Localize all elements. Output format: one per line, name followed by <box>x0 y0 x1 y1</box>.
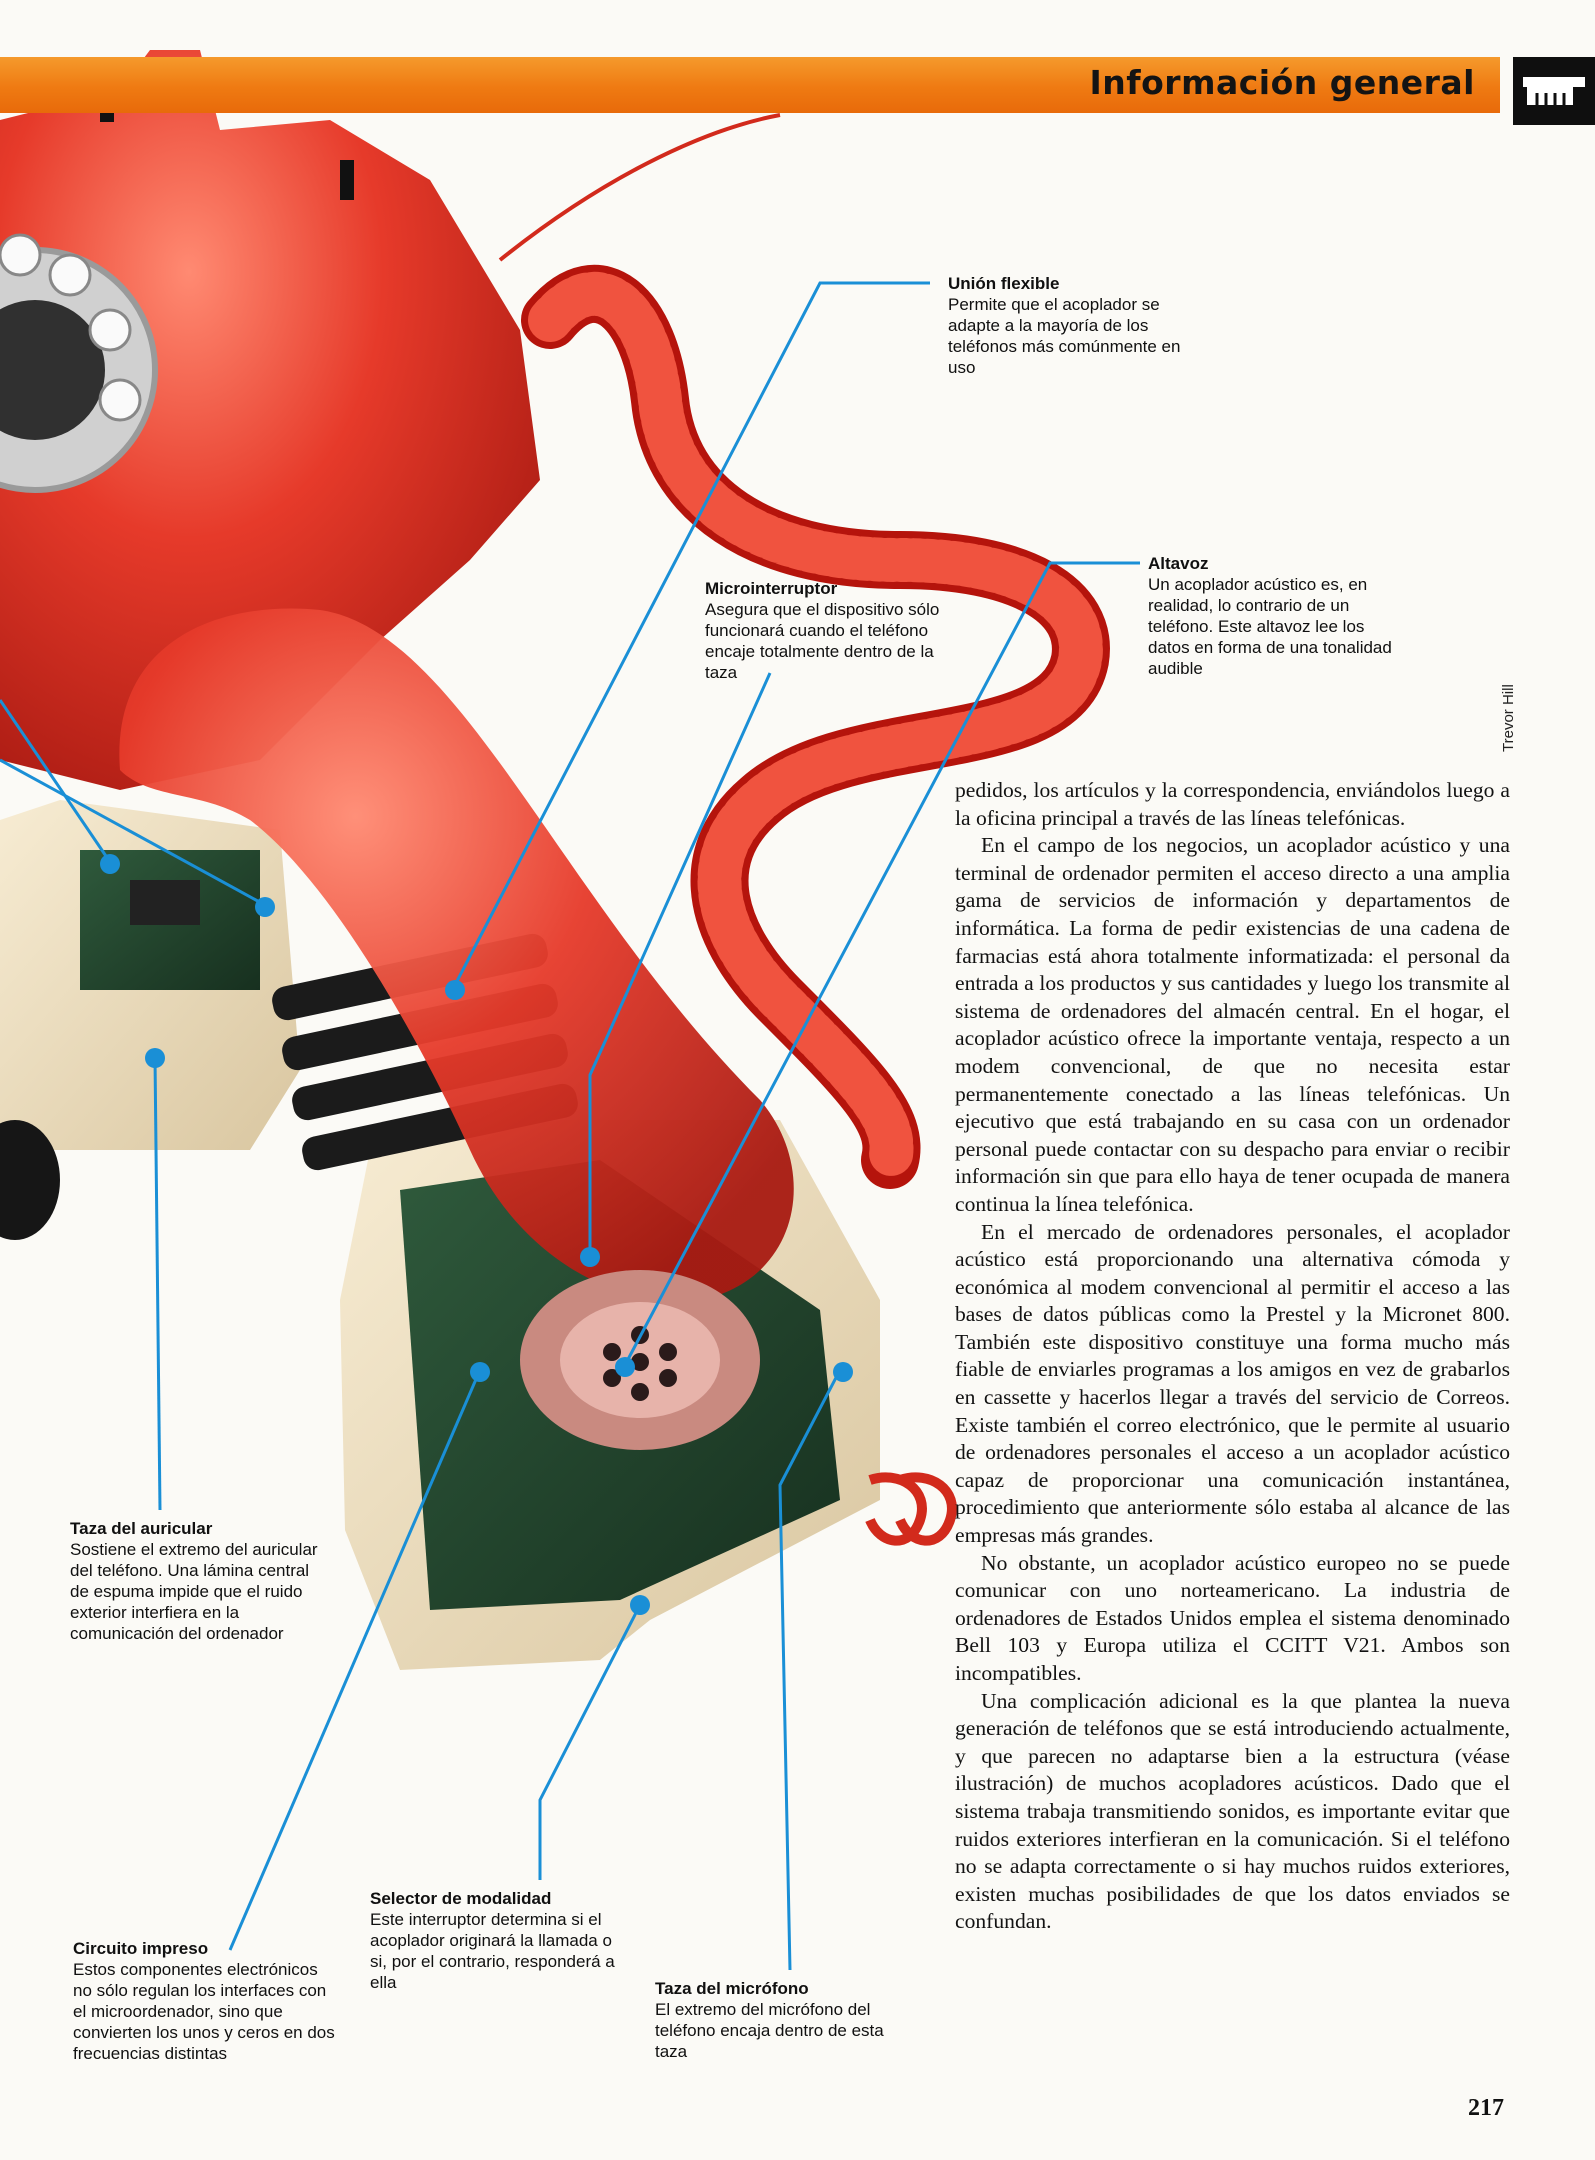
callout-taza-auricular: Taza del auricular Sostiene el extremo d… <box>70 1518 320 1644</box>
article-body: pedidos, los artículos y la corresponden… <box>955 777 1510 1936</box>
callout-circuito-impreso: Circuito impreso Estos componentes elect… <box>73 1938 338 2064</box>
callout-text: Un acoplador acústico es, en realidad, l… <box>1148 575 1392 678</box>
callout-microinterruptor: Microinterruptor Asegura que el disposit… <box>705 578 955 683</box>
paragraph: Una complicación adicional es la que pla… <box>955 1688 1510 1934</box>
page-number: 217 <box>1468 2095 1504 2121</box>
callout-taza-microfono: Taza del micrófono El extremo del micróf… <box>655 1978 895 2062</box>
callout-text: Este interruptor determina si el acoplad… <box>370 1910 615 1992</box>
callout-text: Asegura que el dispositivo sólo funciona… <box>705 600 940 682</box>
section-title: Información general <box>1089 63 1475 102</box>
paragraph: En el campo de los negocios, un acoplado… <box>955 833 1510 1216</box>
callout-title: Altavoz <box>1148 554 1209 573</box>
callout-title: Microinterruptor <box>705 579 838 598</box>
paragraph: pedidos, los artículos y la corresponden… <box>955 778 1510 830</box>
photo-credit: Trevor Hill <box>1500 684 1517 752</box>
callout-selector-modalidad: Selector de modalidad Este interruptor d… <box>370 1888 620 1993</box>
header-band <box>0 57 1500 113</box>
callout-text: Sostiene el extremo del auricular del te… <box>70 1540 318 1643</box>
keyboard-tab-icon <box>1513 57 1595 125</box>
callout-text: Permite que el acoplador se adapte a la … <box>948 295 1181 377</box>
callout-title: Selector de modalidad <box>370 1889 552 1908</box>
callout-altavoz: Altavoz Un acoplador acústico es, en rea… <box>1148 553 1398 679</box>
paragraph: No obstante, un acoplador acústico europ… <box>955 1550 1510 1685</box>
callout-title: Circuito impreso <box>73 1939 209 1958</box>
callout-title: Unión flexible <box>948 274 1060 293</box>
callout-text: El extremo del micrófono del teléfono en… <box>655 2000 884 2061</box>
callout-union-flexible: Unión flexible Permite que el acoplador … <box>948 273 1198 378</box>
callout-text: Estos componentes electrónicos no sólo r… <box>73 1960 335 2063</box>
paragraph: En el mercado de ordenadores personales,… <box>955 1219 1510 1548</box>
callout-title: Taza del micrófono <box>655 1979 809 1998</box>
callout-title: Taza del auricular <box>70 1519 213 1538</box>
